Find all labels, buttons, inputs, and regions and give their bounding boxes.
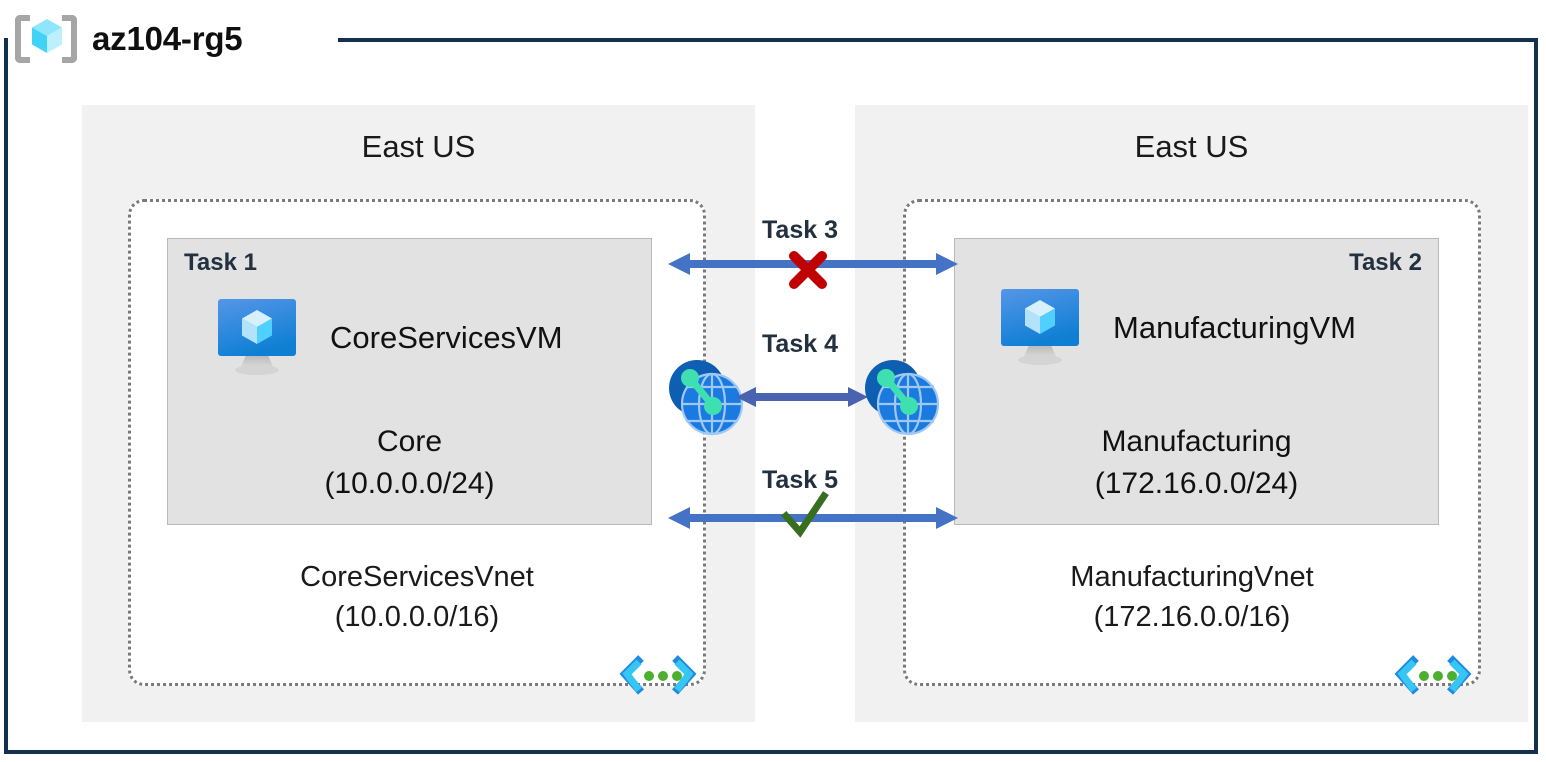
task-tag-1: Task 1: [184, 249, 257, 276]
resource-group-header: az104-rg5: [14, 8, 243, 70]
peering-icon: [857, 354, 943, 445]
vm-row-coreservices: CoreServicesVM: [216, 297, 563, 379]
vm-row-manufacturing: ManufacturingVM: [999, 287, 1356, 369]
subnet-name-manufacturing: Manufacturing: [1101, 425, 1292, 458]
task-tag-2: Task 2: [1349, 249, 1422, 276]
vnet-coreservices[interactable]: Task 1: [128, 199, 706, 695]
virtual-network-icon: [619, 652, 697, 704]
subnet-name-core: Core: [376, 425, 443, 458]
bracket-left-icon: [15, 15, 30, 63]
green-check-icon: [780, 488, 830, 540]
connector-label-task3: Task 3: [762, 216, 838, 244]
subnet-manufacturing[interactable]: Task 2: [954, 238, 1439, 525]
vm-name-coreservices: CoreServicesVM: [330, 320, 563, 355]
bracket-right-icon: [62, 15, 77, 63]
resource-group-frame: [4, 38, 1538, 754]
vnet-name-manufacturing: ManufacturingVnet: [1070, 561, 1314, 593]
vm-name-manufacturing: ManufacturingVM: [1113, 310, 1356, 345]
vnet-name-coreservices: CoreServicesVnet: [300, 561, 534, 593]
region-label-right: East US: [1134, 129, 1249, 164]
virtual-machine-icon: [216, 297, 308, 379]
resource-group-name: az104-rg5: [92, 20, 243, 57]
connector-label-task5: Task 5: [762, 466, 838, 494]
vnet-manufacturing[interactable]: Task 2: [903, 199, 1481, 695]
subnet-range-core: (10.0.0.0/24): [324, 467, 495, 500]
red-x-icon: [786, 248, 830, 292]
virtual-machine-icon: [999, 287, 1091, 369]
peering-icon: [661, 354, 747, 445]
resource-group-cube-icon: [14, 10, 78, 68]
connector-label-task4: Task 4: [762, 330, 838, 358]
region-label-left: East US: [361, 129, 476, 164]
subnet-range-manufacturing: (172.16.0.0/24): [1094, 467, 1299, 500]
virtual-network-icon: [1394, 652, 1472, 704]
vnet-range-coreservices: (10.0.0.0/16): [334, 601, 500, 633]
resource-group-title-gap: [8, 22, 338, 56]
vnet-range-manufacturing: (172.16.0.0/16): [1093, 601, 1291, 633]
subnet-core[interactable]: Task 1: [167, 238, 652, 525]
connector-arrow-task4: [736, 382, 868, 417]
